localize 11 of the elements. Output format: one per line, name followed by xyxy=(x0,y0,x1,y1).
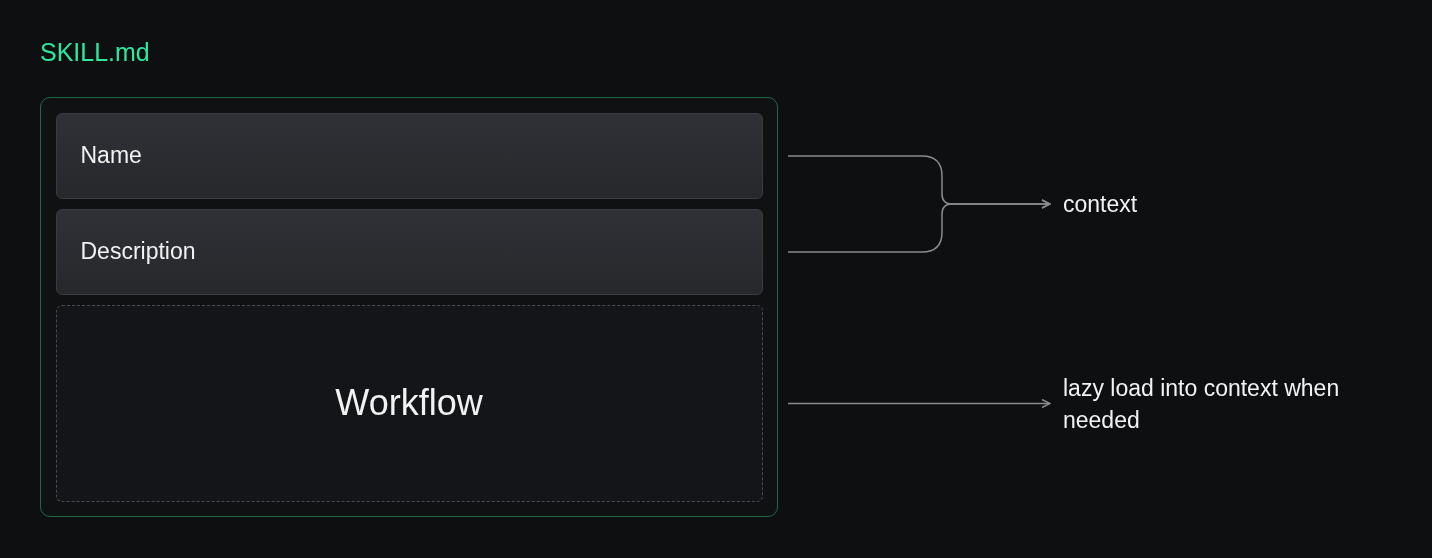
dashed-section-box xyxy=(55,304,763,502)
arrow xyxy=(787,199,1051,253)
file-name: SKILL.md xyxy=(40,38,150,67)
annotation-text: context xyxy=(1063,190,1138,219)
section-box xyxy=(55,112,763,199)
section-label: Name xyxy=(80,142,142,169)
annotation-text: lazy load into context when needed xyxy=(1063,374,1341,435)
section-box xyxy=(55,208,763,295)
section-label: Description xyxy=(80,238,196,265)
arrow xyxy=(787,398,1051,409)
section-label: Workflow xyxy=(335,382,483,424)
